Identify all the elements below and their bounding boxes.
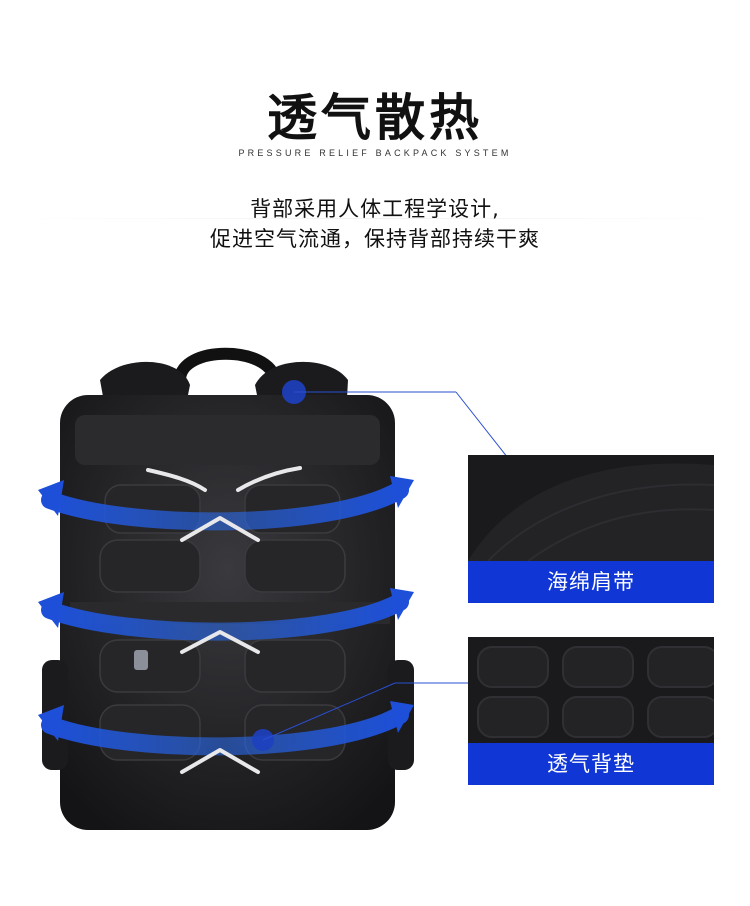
description-line-1: 背部采用人体工程学设计, <box>250 197 500 221</box>
page-subtitle: PRESSURE RELIEF BACKPACK SYSTEM <box>238 148 512 158</box>
back-panel-closeup-image <box>468 637 714 743</box>
callout-label: 海绵肩带 <box>468 561 714 603</box>
backpack-back-view-image <box>38 347 414 830</box>
callout-shoulder-strap: 海绵肩带 <box>468 455 714 603</box>
page-title: 透气散热 <box>267 89 483 147</box>
callout-label: 透气背垫 <box>468 743 714 785</box>
description-line-2: 促进空气流通，保持背部持续干爽 <box>210 227 540 251</box>
callout-back-panel: 透气背垫 <box>468 637 714 785</box>
divider <box>0 218 750 219</box>
shoulder-strap-closeup-image <box>468 455 714 561</box>
